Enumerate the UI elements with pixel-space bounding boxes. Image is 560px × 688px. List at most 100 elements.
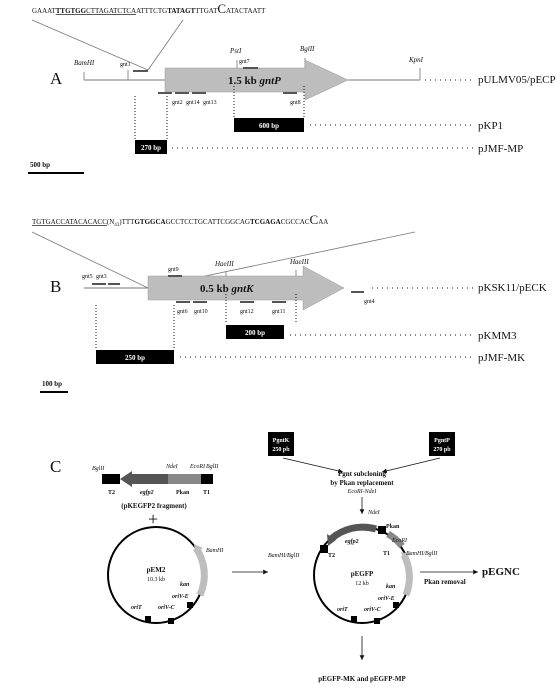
pegfp-site-ndei: NdeI [367,510,381,516]
pem2-size: 10.3 kb [147,577,165,583]
primer-gnt12: gnt12 [240,309,254,315]
pgntk-label: PgntK [273,438,290,444]
pegfp-oriv-c: oriV-C [364,607,382,613]
scale-a-label: 500 bp [30,161,50,169]
frag-site-bglii-right: BglII [206,464,219,470]
construct-pulmv05: pULMV05/pECP [478,74,556,86]
gene-gntp-label: 1.5 kb gntP [228,75,281,87]
construct-pkp1: pKP1 [478,120,503,132]
construct-pjmf-mk: pJMF-MK [478,352,525,364]
pem2-orit: oriT [131,605,142,611]
frag-site-ecori: EcoRI [189,464,206,470]
frag-t2-box [102,474,120,484]
frag-pkan-box [168,474,201,484]
panel-a: GAAATTTGTGGCTTAGATCTCAATTTCTGTATAGTTTGAT… [28,1,556,174]
frag-label: (pKEGFP2 fragment) [121,502,187,510]
pem2-name: pEM2 [147,566,166,574]
panel-letter-c: C [50,457,61,476]
primer-gnt2: gnt2 [172,100,183,106]
pegfp-site-bam-right: BamHI/BglII [406,551,438,557]
construct-pkmm3: pKMM3 [478,330,517,342]
box-250bp-label: 250 bp [125,354,145,362]
pem2-site-bamhi: BamHI [206,548,224,554]
primer-gnt1: gnt1 [120,62,131,68]
frag-egfp2-label: egfp2 [140,490,154,496]
site-bglii: BglII [300,45,315,53]
pgntk-box [268,432,294,456]
site-haeiii-2: HaeIII [289,258,309,266]
panel-letter-a: A [50,69,63,88]
pegnc-label: pEGNC [482,566,520,578]
subcloning-line2: by Pkan replacement [330,479,394,487]
pgntk-size: 250 pb [272,447,290,453]
primer-gnt3: gnt3 [96,274,107,280]
gene-gntk-label: 0.5 kb gntK [200,283,254,295]
pem2-oriv-e: oriV-E [172,594,189,600]
primer-gnt11: gnt11 [272,309,285,315]
pem2-kan-arc [193,546,208,597]
box-270bp-label: 270 bp [141,144,161,152]
pegfp-site-bam-left: BamHI/BglII [268,553,300,559]
sequence-a: GAAATTTGTGGCTTAGATCTCAATTTCTGTATAGTTTGAT… [32,1,266,16]
gene-gntk-arrow [147,265,345,311]
pegfp-name: pEGFP [351,570,374,578]
subcloning-line1: Pgnt subcloning [338,470,387,478]
pegfp-t1: T1 [383,551,390,557]
frag-site-ndei: NdeI [165,464,179,470]
site-psti: PstI [229,47,242,55]
scale-b-label: 100 bp [42,380,62,388]
sequence-b: TGTGACCATACACACC(N43)TTTGTGGCAGCCTCCTGCA… [32,212,328,228]
pegfp-egfp2-arc [328,523,377,542]
pgntp-size: 270 pb [433,447,451,453]
box-270bp [135,140,167,154]
site-haeiii-1: HaeIII [214,260,234,268]
frag-egfp2-arrow [120,471,168,487]
pegfp-pkan-arc [386,530,405,549]
pem2-circle [107,526,205,624]
plus-sign: + [148,509,158,529]
final-constructs-label: pEGFP-MK and pEGFP-MP [318,675,406,683]
primer-gnt6: gnt6 [177,309,188,315]
box-200bp-label: 200 bp [245,329,265,337]
pegfp-kan: kan [386,584,396,590]
pegfp-orit: oriT [337,607,348,613]
box-200bp [226,325,284,339]
site-kpni: KpnI [408,56,424,64]
construct-pjmf-mp: pJMF-MP [478,143,523,155]
pegfp-kan-arc [400,553,413,597]
frag-t2-label: T2 [108,490,115,496]
pem2-kan: kan [180,582,190,588]
zoom-lines-a [31,19,184,71]
primer-gnt9: gnt9 [168,267,179,273]
primer-gnt7: gnt7 [239,59,250,65]
frag-t1-box [201,474,213,484]
pkan-removal-label: Pkan removal [424,578,466,586]
frag-pkan-label: Pkan [176,490,190,496]
site-bamhi: BamHI [74,59,95,67]
pgntp-box [429,432,455,456]
pegfp-size: 12 kb [355,581,369,587]
frag-site-bglii-left: BglII [92,466,105,472]
primer-gnt13: gnt13 [203,100,217,106]
pegfp-egfp2: egfp2 [345,539,359,545]
pegfp-site-ecori: EcoRI [391,538,408,544]
frag-t1-label: T1 [203,490,210,496]
pegfp-t2: T2 [328,553,335,559]
primer-gnt4: gnt4 [364,299,375,305]
pem2-oriv-c: oriV-C [158,605,176,611]
primer-gnt10: gnt10 [194,309,208,315]
pegfp-pkan: Pkan [386,524,400,530]
box-250bp [96,350,174,364]
primer-gnt14: gnt14 [186,100,200,106]
box-600bp-label: 600 bp [259,122,279,130]
subcloning-line3: EcoRI-NdeI [347,489,378,495]
primer-gnt8: gnt8 [290,100,301,106]
pegfp-oriv-e: oriV-E [378,596,395,602]
box-600bp [234,118,304,132]
panel-letter-b: B [50,277,61,296]
construct-pksk11: pKSK11/pECK [478,282,547,294]
pgntp-label: PgntP [434,438,450,444]
panel-b: TGTGACCATACACACC(N43)TTTGTGGCAGCCTCCTGCA… [31,212,547,393]
primer-gnt5: gnt5 [82,274,93,280]
panel-c: C BglII NdeI EcoRI BglII T2 egfp2 Pkan T… [50,432,520,683]
